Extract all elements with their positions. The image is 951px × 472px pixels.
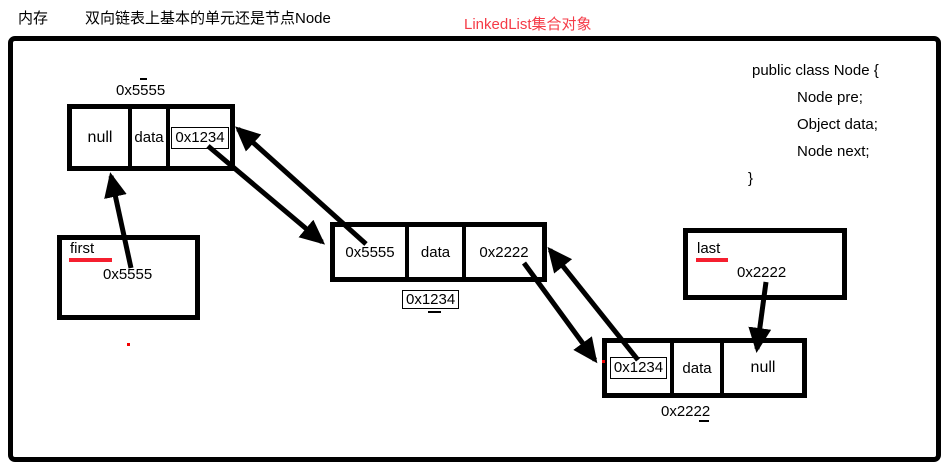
memory-label: 内存: [18, 10, 49, 27]
node1-next-cell: 0x1234: [166, 109, 230, 166]
node2-data-cell: data: [405, 227, 462, 277]
code-line-4: Node next;: [797, 143, 870, 160]
last-pointer-box: [683, 228, 847, 300]
last-red-underline: [696, 258, 728, 262]
node1-address-label: 0x5555: [116, 82, 166, 99]
last-label: last: [697, 240, 721, 257]
stray-mark-node1-label: [140, 78, 147, 80]
node3-data-cell: data: [670, 343, 720, 393]
node3-pre-cell: 0x1234: [607, 343, 670, 393]
node3-address-label: 0x2222: [661, 403, 711, 420]
red-dot-node3-pre: [602, 360, 605, 363]
node1: null data 0x1234: [67, 104, 235, 171]
code-line-2: Node pre;: [797, 89, 863, 106]
code-line-3: Object data;: [797, 116, 878, 133]
node1-data-cell: data: [128, 109, 166, 166]
node1-pre-cell: null: [87, 128, 113, 146]
node3: 0x1234 data null: [602, 338, 807, 398]
red-dot-below-first: [127, 343, 130, 346]
first-label: first: [70, 240, 95, 257]
node2: 0x5555 data 0x2222: [330, 222, 547, 282]
node3-pre-value: 0x1234: [609, 357, 668, 379]
node1-next-value: 0x1234: [171, 126, 229, 149]
stray-mark-node3-label: [699, 420, 709, 422]
node3-next-cell: null: [720, 343, 802, 393]
code-line-1: public class Node {: [752, 62, 879, 79]
page-title: 双向链表上基本的单元还是节点Node: [85, 10, 331, 27]
node2-address-label: 0x1234: [402, 290, 460, 310]
memory-frame: [8, 36, 941, 462]
first-red-underline: [69, 258, 112, 262]
first-value: 0x5555: [103, 266, 153, 283]
node2-pre-cell: 0x5555: [345, 243, 395, 261]
last-value: 0x2222: [737, 264, 787, 281]
linkedlist-subtitle: LinkedList集合对象: [464, 16, 592, 33]
stray-mark-node2-label: [428, 311, 441, 313]
code-line-5: }: [748, 170, 754, 187]
node2-next-cell: 0x2222: [462, 227, 542, 277]
